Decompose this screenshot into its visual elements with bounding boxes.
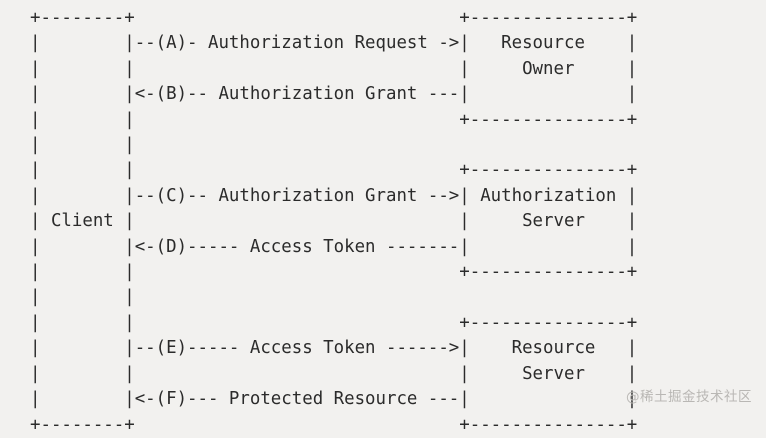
- ascii-diagram-canvas: +--------+ +---------------+ | |--(A)- A…: [30, 8, 752, 435]
